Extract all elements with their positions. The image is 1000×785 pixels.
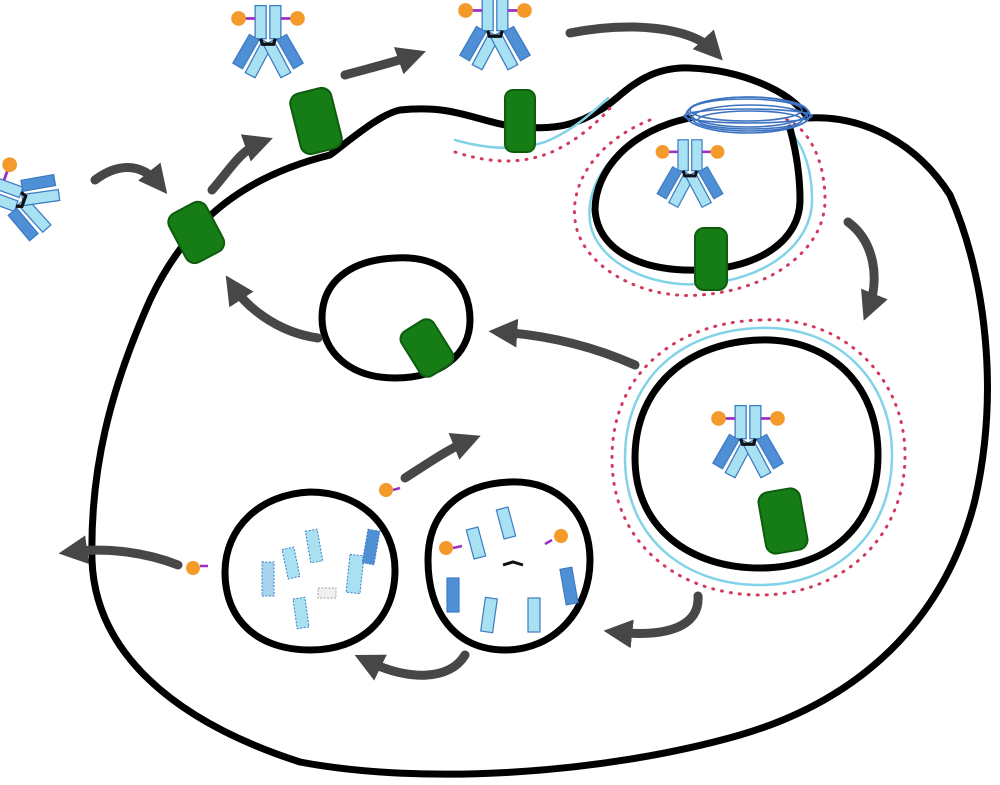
receptor-endosome bbox=[757, 487, 809, 555]
coated-endosome-large bbox=[610, 318, 907, 597]
dynamin-coil bbox=[683, 96, 813, 134]
adc-bound-1 bbox=[231, 4, 305, 79]
adc-endosome bbox=[711, 404, 785, 479]
arrow-endosome-to-recycle bbox=[488, 318, 640, 370]
arrow-recycle-to-membrane bbox=[225, 275, 323, 343]
coat-line-invagination bbox=[453, 96, 610, 149]
coat-dots-large bbox=[610, 318, 907, 597]
degraded-fragments bbox=[261, 528, 381, 630]
antibody-drug-conjugates bbox=[0, 0, 785, 479]
arrow-surface-2 bbox=[340, 47, 426, 80]
receptor-surface-1 bbox=[167, 200, 226, 265]
adc-free bbox=[0, 157, 61, 242]
payload-released-2 bbox=[186, 561, 200, 575]
payload-late-1 bbox=[439, 541, 453, 555]
receptor-invagination bbox=[504, 89, 536, 153]
arrow-to-endosome bbox=[843, 217, 888, 321]
arrow-lysosome-to-lysosome bbox=[354, 650, 470, 681]
lysosome-degraded bbox=[221, 488, 399, 654]
recycling-vesicle bbox=[318, 254, 474, 382]
pathway-arrows bbox=[58, 22, 888, 681]
payload-released-1 bbox=[379, 483, 393, 497]
endosome-membrane-large bbox=[631, 336, 882, 572]
lysosome-late bbox=[424, 478, 594, 654]
receptor-surface-2 bbox=[289, 86, 343, 156]
vesicle-membrane bbox=[591, 114, 804, 274]
receptors bbox=[167, 86, 809, 555]
arrow-endosome-to-lysosome bbox=[603, 591, 703, 649]
arrow-payload-exit bbox=[58, 535, 183, 570]
adc-vesicle bbox=[655, 139, 725, 209]
receptor-recycling bbox=[399, 318, 455, 378]
receptor-vesicle bbox=[694, 227, 728, 291]
arrow-payload-release bbox=[400, 433, 481, 483]
arrow-invagination bbox=[565, 22, 723, 61]
payload-late-2 bbox=[554, 529, 568, 543]
antibody-fragments-late bbox=[446, 506, 579, 634]
coat-line-large bbox=[623, 326, 894, 587]
cell-membrane bbox=[88, 64, 991, 778]
arrow-binding bbox=[90, 162, 168, 194]
payload-dots bbox=[186, 483, 568, 575]
adc-bound-2 bbox=[458, 0, 532, 71]
arrow-surface-1 bbox=[207, 134, 273, 195]
coat-dots-invagination bbox=[453, 104, 614, 163]
